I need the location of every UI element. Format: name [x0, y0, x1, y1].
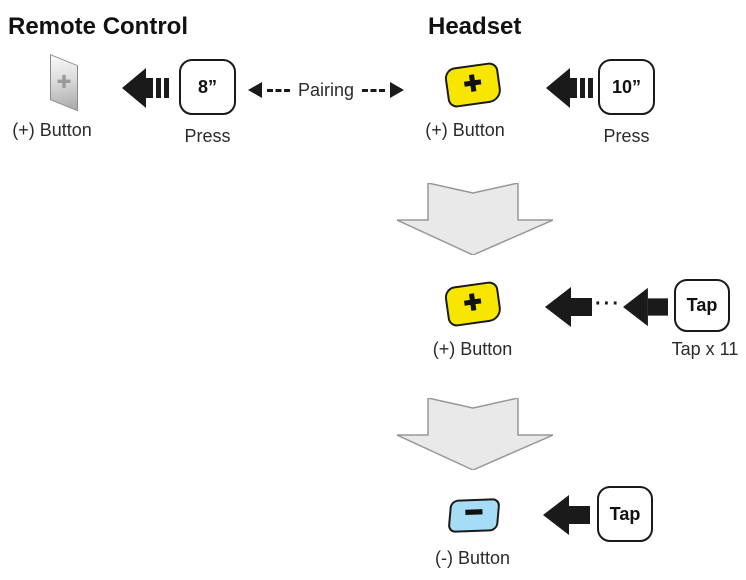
dashed-line	[266, 88, 290, 92]
tap-key-text: Tap	[609, 503, 641, 524]
pairing-label: Pairing	[297, 79, 355, 100]
arrow-right-icon	[390, 82, 405, 98]
plus-button-label: (+) Button	[432, 339, 513, 359]
headset-heading: Headset	[428, 13, 522, 40]
tap-arrow-icon	[543, 495, 590, 535]
dashed-line	[362, 88, 386, 92]
repeat-ellipsis: ···	[595, 293, 621, 315]
remote-plus-button-label: (+) Button	[12, 120, 92, 140]
minus-button-label: (-) Button	[434, 548, 511, 568]
pairing-connection: Pairing	[246, 79, 406, 101]
headset-press-10s-key: 10”	[598, 59, 655, 115]
headset-minus-button: −	[447, 494, 501, 533]
minus-icon: −	[464, 494, 485, 529]
headset-press-10s-text: 10”	[611, 76, 642, 97]
tap-key: Tap	[597, 486, 653, 542]
remote-plus-key: +	[50, 54, 78, 112]
tap-arrow-icon	[623, 287, 668, 327]
plus-icon: +	[461, 284, 485, 321]
arrow-left-icon	[247, 82, 262, 98]
plus-icon: +	[56, 68, 72, 96]
flow-down-arrow-icon	[397, 398, 553, 470]
tap-key-text: Tap	[686, 295, 718, 315]
tap-x11-label: Tap x 11	[671, 339, 739, 359]
remote-press-8s-text: 8”	[197, 76, 217, 97]
headset-plus-button: +	[443, 280, 503, 328]
remote-control-heading: Remote Control	[8, 13, 188, 40]
remote-press-label: Press	[184, 126, 231, 146]
headset-press-label: Press	[603, 126, 650, 146]
headset-plus-button: +	[443, 61, 503, 109]
tap-key: Tap	[674, 279, 730, 332]
plus-icon: +	[461, 65, 485, 102]
press-hold-arrow-icon	[546, 68, 593, 108]
headset-plus-button-label: (+) Button	[425, 120, 505, 140]
remote-press-8s-key: 8”	[179, 59, 236, 115]
press-hold-arrow-icon	[122, 68, 169, 108]
tap-arrow-icon	[545, 287, 592, 327]
flow-down-arrow-icon	[397, 183, 553, 255]
